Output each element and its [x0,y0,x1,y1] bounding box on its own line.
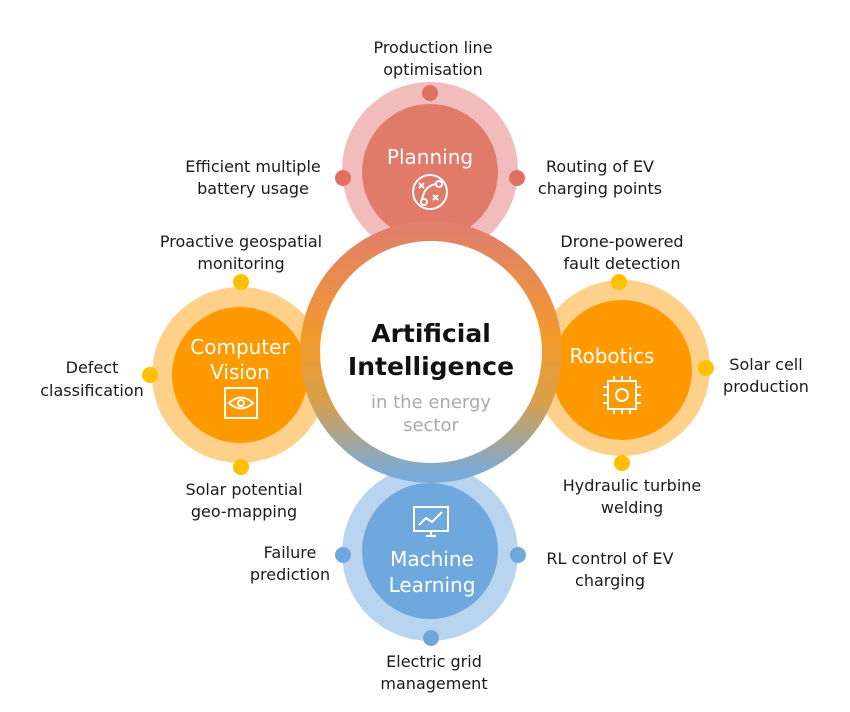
item-label: Solar potential [185,480,302,499]
vision-label-line2: Vision [210,360,270,384]
item-label: Proactive geospatial [160,232,322,251]
machine-learning-node: Machine Learning [335,465,526,646]
ml-label-line1: Machine [390,547,474,571]
chip-icon [603,376,641,414]
item-label: Production line [373,38,492,57]
center-subtitle-line2: sector [403,415,459,436]
item-label: classification [40,381,144,400]
planning-label: Planning [387,145,473,169]
ml-dot [423,630,439,646]
item-label: monitoring [197,254,284,273]
robotics-dot [614,455,630,471]
ml-label-line2: Learning [389,573,476,597]
ml-dot [335,547,351,563]
item-label: geo-mapping [191,502,297,521]
planning-dot [422,85,438,101]
vision-dot [233,274,249,290]
robotics-dot [698,360,714,376]
item-label: RL control of EV [546,549,673,568]
robotics-label: Robotics [570,344,655,368]
center-title-line2: Intelligence [348,352,514,381]
item-label: Hydraulic turbine [563,476,702,495]
vision-dot [233,459,249,475]
robotics-node: Robotics [534,274,714,471]
item-label: prediction [250,565,330,584]
planning-node: Planning [335,82,525,258]
item-label: Routing of EV [546,157,654,176]
planning-dot [509,170,525,186]
center-hub: Artificial Intelligence in the energy se… [300,221,562,483]
item-label: Defect [66,358,119,377]
vision-dot [142,367,158,383]
item-label: Drone-powered [560,232,683,251]
item-label: Failure [264,543,317,562]
item-label: Electric grid [386,652,482,671]
item-label: fault detection [564,254,681,273]
eye-scan-icon [224,387,258,419]
strategy-icon [412,174,448,210]
item-label: charging points [538,179,662,198]
item-label: welding [601,498,663,517]
computer-vision-node: Computer Vision [142,274,328,475]
center-subtitle-line1: in the energy [371,392,491,413]
item-label: production [723,377,809,396]
item-label: Solar cell [729,355,802,374]
robotics-items: Drone-powered fault detection Solar cell… [560,232,809,517]
planning-dot [335,170,351,186]
robotics-dot [611,274,627,290]
item-label: charging [575,571,645,590]
center-title-line1: Artificial [371,319,491,348]
vision-items: Proactive geospatial monitoring Defect c… [40,232,322,521]
item-label: management [380,674,487,693]
ml-dot [510,547,526,563]
vision-label-line1: Computer [190,335,290,359]
item-label: battery usage [197,179,309,198]
planning-items: Production line optimisation Efficient m… [185,38,662,198]
ml-items: Failure prediction RL control of EV char… [250,543,674,693]
item-label: optimisation [383,60,482,79]
item-label: Efficient multiple [185,157,321,176]
monitor-chart-icon [413,506,449,537]
